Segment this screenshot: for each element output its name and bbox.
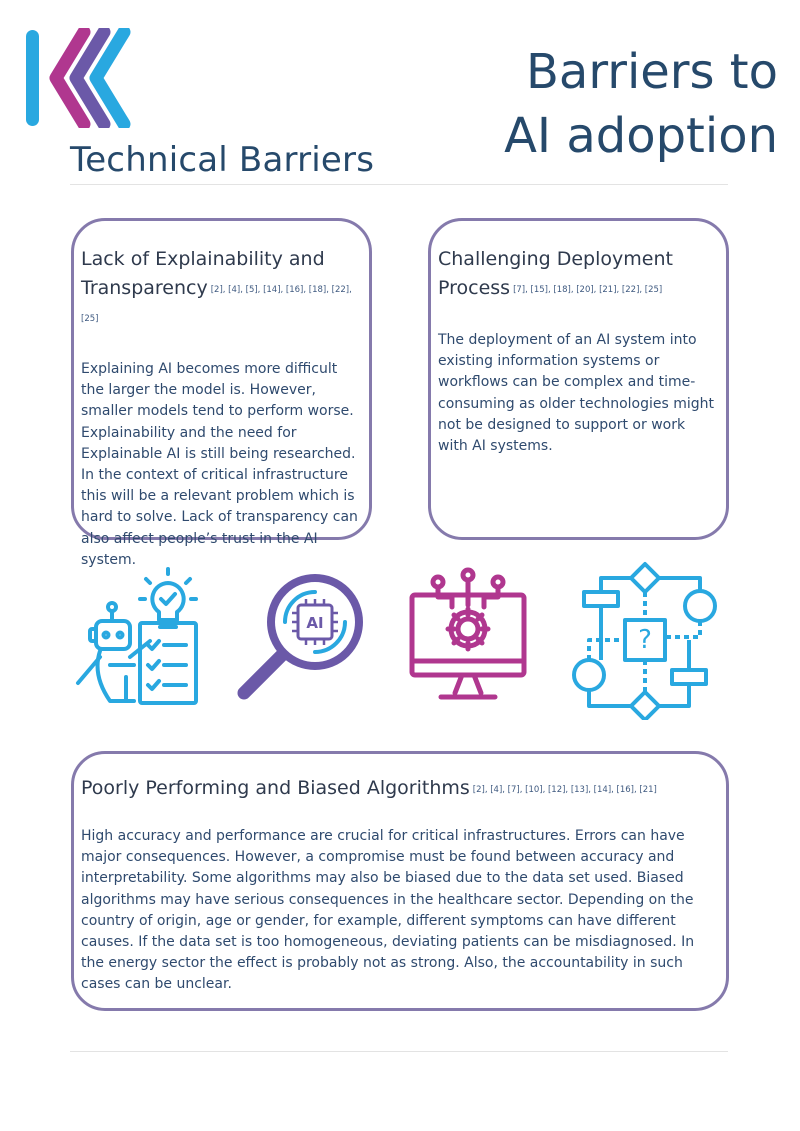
card-references: [7], [15], [18], [20], [21], [22], [25] xyxy=(513,285,663,295)
card-body: The deployment of an AI system into exis… xyxy=(438,332,715,455)
page-title-line2: AI adoption xyxy=(504,108,778,164)
card-title-line1: Lack of Explainability and xyxy=(81,248,325,270)
page-title: Barriers to AI adoption xyxy=(504,40,778,168)
card-body: Explaining AI becomes more difficult the… xyxy=(81,361,358,568)
card-references: [2], [4], [7], [10], [12], [13], [14], [… xyxy=(472,785,657,795)
question-mark-label: ? xyxy=(638,625,652,655)
card-title-line1: Poorly Performing and Biased Algorithms xyxy=(81,777,470,799)
card-body: High accuracy and performance are crucia… xyxy=(81,828,695,993)
card-title: Lack of Explainability and Transparency[… xyxy=(81,245,362,332)
card-deployment: Challenging Deployment Process[7], [15],… xyxy=(428,218,729,540)
card-title: Poorly Performing and Biased Algorithms[… xyxy=(81,774,719,803)
robot-checklist-icon xyxy=(76,567,198,705)
monitor-gear-icon xyxy=(409,567,527,700)
section-title: Technical Barriers xyxy=(70,140,375,180)
card-title: Challenging Deployment Process[7], [15],… xyxy=(438,245,719,303)
page-title-line1: Barriers to xyxy=(525,44,778,100)
card-title-line2: Transparency xyxy=(81,277,208,299)
ai-label: AI xyxy=(306,614,323,632)
logo-icon xyxy=(26,28,131,128)
card-biased-algorithms: Poorly Performing and Biased Algorithms[… xyxy=(71,751,729,1011)
card-explainability: Lack of Explainability and Transparency[… xyxy=(71,218,372,568)
divider xyxy=(70,184,728,185)
flowchart-icon: ? xyxy=(572,562,717,720)
footer-divider xyxy=(70,1051,728,1052)
card-title-line1: Challenging Deployment xyxy=(438,248,673,270)
ai-magnifier-icon: AI xyxy=(237,574,363,700)
card-references: [2], [4], [5], [14], [16], [18], [22], [… xyxy=(81,285,352,324)
card-title-line2: Process xyxy=(438,277,511,299)
